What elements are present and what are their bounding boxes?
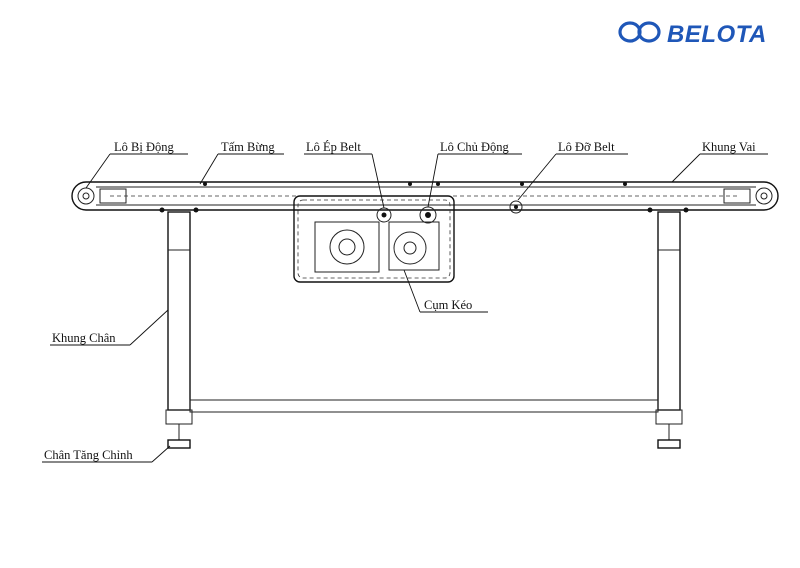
drive-roller-hub: [425, 212, 431, 218]
leader-passive-roller: [85, 153, 188, 189]
conveyor-frame: [71, 181, 779, 214]
motor-gear-hub: [338, 238, 356, 256]
belt-outline: [71, 181, 779, 211]
drive-unit: [293, 195, 455, 283]
brand-name: BELOTA: [667, 21, 767, 48]
left-foot-pad: [167, 439, 191, 449]
tail-bracket: [99, 188, 127, 204]
belt-press-roller-hub: [381, 212, 387, 218]
brand-logo: BELOTA: [618, 21, 767, 48]
label-belt-support-roller: Lô Đỡ Belt: [558, 140, 615, 154]
frame-bolts: [159, 182, 689, 213]
head-bracket: [723, 188, 751, 204]
leader-slider-plate: [199, 153, 284, 185]
infinity-icon: [618, 21, 661, 43]
label-side-frame: Khung Vai: [702, 140, 756, 154]
head-roller: [755, 187, 773, 205]
label-drive-unit: Cụm Kéo: [424, 298, 472, 312]
leader-belt-press-roller: [304, 153, 385, 209]
label-leg-frame: Khung Chân: [52, 331, 116, 345]
cross-brace-bar: [189, 399, 659, 413]
head-roller-hub: [760, 192, 768, 200]
drive-housing: [293, 195, 455, 283]
cross-brace: [189, 399, 659, 413]
motor-box: [314, 221, 380, 273]
drive-sprocket-hub: [403, 241, 417, 255]
label-adjustable-foot: Chân Tăng Chỉnh: [44, 448, 133, 462]
belt-support-roller-hub: [514, 205, 518, 209]
left-leg-post: [167, 211, 191, 411]
drive-sprocket: [393, 231, 427, 265]
motor-gear: [329, 229, 365, 265]
label-belt-press-roller: Lô Ép Belt: [306, 140, 361, 154]
leader-adjustable-foot: [42, 445, 171, 463]
left-leg: [165, 211, 193, 449]
label-drive-roller: Lô Chủ Động: [440, 140, 510, 154]
callout-labels: Lô Bị Động Tấm Bừng Lô Ép Belt Lô Chủ Độ…: [44, 140, 756, 462]
tail-roller: [77, 187, 95, 205]
right-foot-pad: [657, 439, 681, 449]
label-passive-roller: Lô Bị Động: [114, 140, 174, 154]
drive-box: [388, 221, 440, 271]
label-slider-plate: Tấm Bừng: [221, 140, 275, 154]
leader-drive-unit: [403, 269, 488, 313]
right-leg: [655, 211, 683, 449]
leader-leg-frame: [50, 309, 169, 346]
right-leg-socket: [655, 409, 683, 425]
leader-lines: [42, 153, 768, 463]
leader-drive-roller: [427, 153, 522, 208]
right-leg-post: [657, 211, 681, 411]
drive-housing-inner: [297, 199, 451, 279]
left-leg-socket: [165, 409, 193, 425]
tail-roller-hub: [82, 192, 90, 200]
leader-belt-support-roller: [517, 153, 628, 201]
belt-support-roller: [509, 200, 523, 214]
leader-side-frame: [671, 153, 768, 183]
